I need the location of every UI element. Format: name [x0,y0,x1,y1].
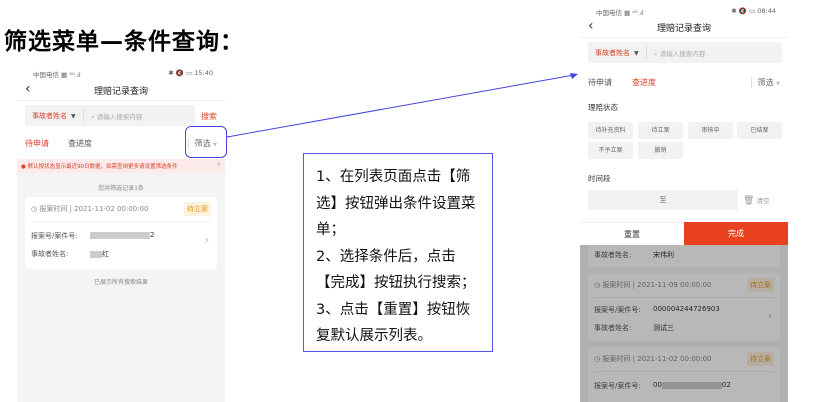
search-box[interactable]: 事故者姓名▼ ⌕ 请输入搜索内容 [588,42,782,63]
chip-pending-filing[interactable]: 待立案 [638,122,683,139]
caret-down-icon: ▼ [71,113,76,120]
nav-bar: ‹ 理赔记录查询 [17,79,225,101]
tab-progress[interactable]: 查进度 [68,139,92,148]
name-label: 事故者姓名: [594,324,632,332]
chip-need-docs[interactable]: 待补充资料 [588,122,633,139]
back-icon[interactable]: ‹ [25,81,31,97]
name-label: 事故者姓名: [594,251,632,259]
instruction-step-2: 2、选择条件后，点击【完成】按钮执行搜索； [316,248,476,292]
instruction-box: 1、在列表页面点击【筛选】按钮弹出条件设置菜单； 2、选择条件后，点击【完成】按… [303,153,493,352]
status-section-label: 理赔状态 [588,103,618,112]
filter-button[interactable]: 筛选 ▼ [187,138,217,149]
report-time: ◷ 报案时间 | 2021-11-02 00:00:00 [31,205,149,213]
chip-rejected[interactable]: 不予立案 [588,142,633,159]
filter-button[interactable]: 筛选 ▼ [750,77,780,88]
date-range-input[interactable]: 至 [588,190,738,210]
chip-revoked[interactable]: 撤销 [638,142,683,159]
status-bar: 中国电信 ▦ ⁴ᴳ.ıl ✱ 🔇 ▭ 15:40 [17,65,225,81]
case-value: 000004244726903 [653,305,720,313]
page-title: 理赔记录查询 [93,87,148,97]
record-card[interactable]: 事故者姓名: 宋伟利 [588,245,780,267]
chevron-right-icon: › [205,235,209,246]
name-value: 红 [90,249,109,259]
status-icons: ✱ 🔇 ▭ 08:44 [731,7,776,15]
reset-button[interactable]: 重置 [580,222,684,245]
status-bar: 中国电信 ▦ ⁴ᴳ.ıl ✱ 🔇 ▭ 08:44 [580,3,788,19]
name-label: 事故者姓名: [31,250,69,258]
nav-bar: ‹ 理赔记录查询 [580,16,788,38]
status-badge: 待立案 [747,352,774,366]
page-title: 理赔记录查询 [656,24,711,34]
status-icons: ✱ 🔇 ▭ 15:40 [168,69,213,77]
chip-closed[interactable]: 已结案 [737,122,782,139]
chevron-right-icon: › [768,311,772,322]
clear-button[interactable]: 🗑 清空 [743,196,770,206]
right-phone-screen: 中国电信 ▦ ⁴ᴳ.ıl ✱ 🔇 ▭ 08:44 ‹ 理赔记录查询 事故者姓名▼… [580,0,788,402]
search-input[interactable]: ⌕ 请输入搜索内容 [654,50,706,58]
search-box[interactable]: 事故者姓名▼ ⌕ 请输入搜索内容 [25,105,195,126]
field-select[interactable]: 事故者姓名▼ [595,49,639,57]
search-input[interactable]: ⌕ 请输入搜索内容 [91,113,143,121]
caret-down-icon: ▼ [634,50,639,57]
done-button[interactable]: 完成 [684,222,788,245]
report-time: ◷ 报案时间 | 2021-11-09 00:00:00 [594,281,712,289]
status-badge: 待立案 [747,278,774,292]
instruction-step-1: 1、在列表页面点击【筛选】按钮弹出条件设置菜单； [316,169,476,238]
filter-highlight [185,126,227,158]
case-label: 报案号/案件号: [594,382,641,390]
name-value: 测试三 [653,324,674,332]
tab-progress[interactable]: 查进度 [632,78,656,87]
tab-pending[interactable]: 待申请 [588,78,612,87]
search-row: 事故者姓名▼ ⌕ 请输入搜索内容 [580,39,788,69]
carrier: 中国电信 ▦ ⁴ᴳ.ıl [596,9,644,17]
record-card[interactable]: ◷ 报案时间 | 2021-11-02 00:00:00 待立案 报案号/案件号… [25,197,217,269]
chip-reviewing[interactable]: 审核中 [688,122,733,139]
record-card[interactable]: ◷ 报案时间 | 2021-11-02 00:00:00 待立案 报案号/案件号… [588,347,780,402]
report-time: ◷ 报案时间 | 2021-11-02 00:00:00 [594,355,712,363]
field-select[interactable]: 事故者姓名▼ [32,112,76,120]
name-value: 宋伟利 [653,251,674,259]
record-card[interactable]: ◷ 报案时间 | 2021-11-09 00:00:00 待立案 报案号/案件号… [588,273,780,341]
page-heading: 筛选菜单—条件查询： [4,29,244,55]
close-icon[interactable]: ✕ [216,162,221,168]
modal-overlay[interactable] [580,245,788,402]
case-label: 报案号/案件号: [31,232,78,240]
record-count: 您共筛选记录1条 [98,185,144,192]
status-badge: 待立案 [184,202,211,216]
tab-pending[interactable]: 待申请 [25,139,49,148]
case-label: 报案号/案件号: [594,306,641,314]
search-button[interactable]: 搜索 [201,112,217,121]
trash-icon: 🗑 [743,196,755,206]
list-footer: 已展示所有搜索结果 [93,279,148,286]
notice-banner: ● 默认按状态显示最近90日数据，如需查询更多请设置筛选条件✕ [17,159,225,173]
carrier: 中国电信 ▦ ⁴ᴳ.ıl [33,71,81,79]
result-list: 事故者姓名: 宋伟利 ◷ 报案时间 | 2021-11-09 00:00:00 … [580,245,788,402]
instruction-step-3: 3、点击【重置】按钮恢复默认展示列表。 [316,301,471,345]
tab-bar: 待申请 查进度 筛选 ▼ [580,68,788,98]
back-icon[interactable]: ‹ [588,18,594,34]
time-section-label: 时间段 [588,174,611,183]
case-value: 2 [90,231,154,239]
